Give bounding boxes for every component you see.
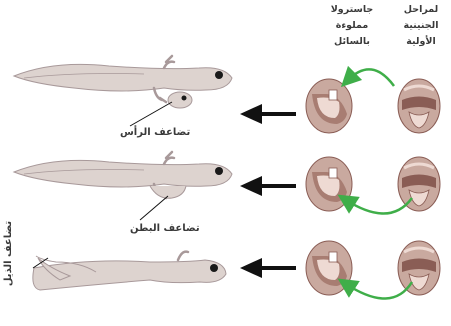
black-arrow-1 xyxy=(240,104,296,124)
extra-head-growth xyxy=(168,92,192,108)
black-arrow-2 xyxy=(240,176,296,196)
salamander-tail-duplication xyxy=(33,252,226,290)
black-arrow-3 xyxy=(240,258,296,278)
gastrula-embryo-3 xyxy=(306,241,352,295)
pointer-line-head xyxy=(130,102,172,126)
salamander-belly-duplication xyxy=(14,152,232,198)
primordial-embryo-3 xyxy=(398,241,440,295)
green-arrow-1 xyxy=(348,69,394,86)
gastrula-embryo-2 xyxy=(306,157,352,211)
label-belly-duplication: تضاعف البطن xyxy=(130,223,200,234)
label-tail-duplication: تضاعف الذيل xyxy=(3,221,14,286)
gastrula-embryo-1 xyxy=(306,79,352,133)
salamander-head-duplication xyxy=(14,56,232,102)
primordial-embryo-1 xyxy=(398,79,440,133)
label-head-duplication: تضاعف الرأس xyxy=(120,127,190,138)
pointer-line-belly xyxy=(140,196,168,220)
primordial-embryo-2 xyxy=(398,157,440,211)
